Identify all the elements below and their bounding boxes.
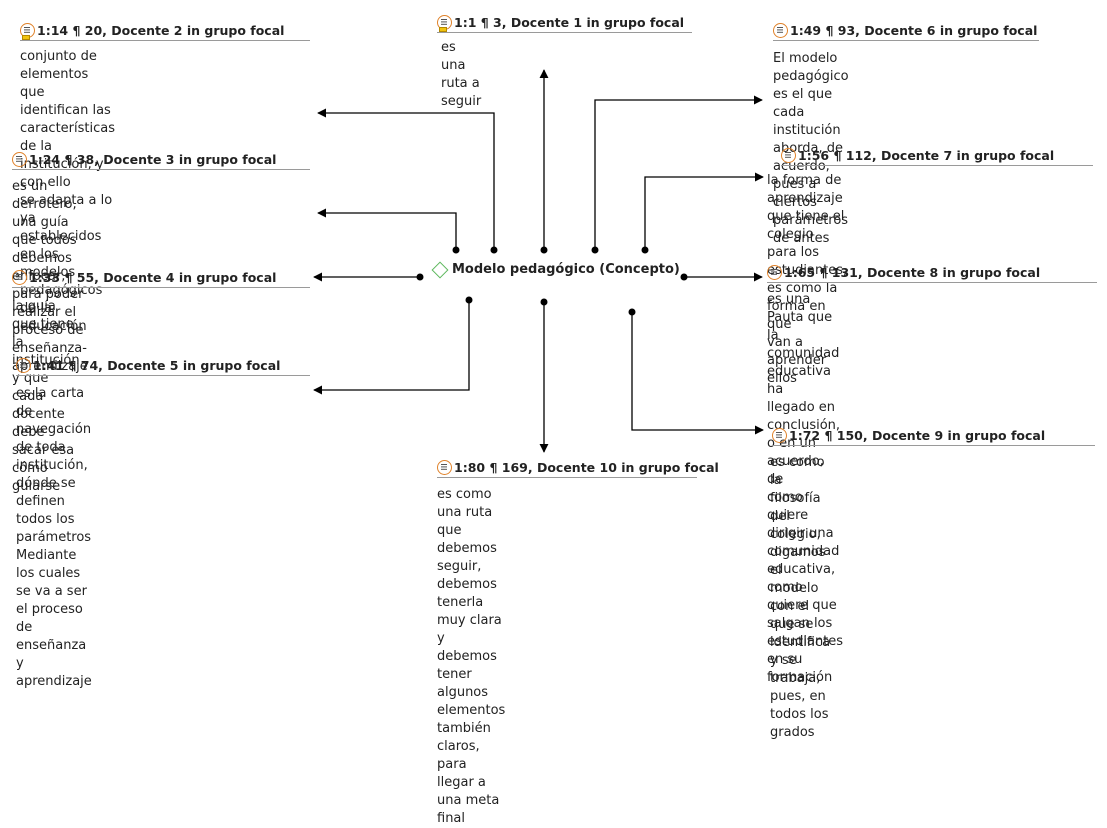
quote-header: 1:80 ¶ 169, Docente 10 in grupo focal [437,457,719,478]
quote-header: 1:49 ¶ 93, Docente 6 in grupo focal [773,20,1039,41]
link-dot [452,246,460,254]
link-docente-6 [594,95,763,250]
quote-reference: 1:49 ¶ 93, Docente 6 in grupo focal [790,22,1038,38]
quote-text: conjunto de elementos que identifican la… [20,49,115,334]
quote-reference: 1:24 ¶ 38, Docente 3 in grupo focal [29,151,277,167]
quote-header: 1:56 ¶ 112, Docente 7 in grupo focal [781,145,1093,166]
link-dot [591,246,599,254]
quotation-icon [437,14,452,32]
quote-reference: 1:65 ¶ 131, Docente 8 in grupo focal [784,264,1041,280]
link-dot [490,246,498,254]
quotation-icon [781,147,796,163]
link-docente-7 [644,172,764,250]
quote-header: 1:41 ¶ 74, Docente 5 in grupo focal [16,355,310,376]
link-docente-5 [313,300,470,395]
quote-header: 1:65 ¶ 131, Docente 8 in grupo focal [767,262,1097,283]
quote-text: la forma de aprendizaje que tiene el col… [767,173,848,386]
concept-node[interactable]: Modelo pedagógico (Concepto) [431,261,680,278]
concept-diamond-icon [431,261,449,278]
link-dot [641,246,649,254]
link-dot [540,246,548,254]
quote-reference: 1:72 ¶ 150, Docente 9 in grupo focal [789,427,1046,443]
link-dot [628,308,636,316]
quotation-icon [772,427,787,443]
concept-label: Modelo pedagógico (Concepto) [452,262,680,277]
quote-reference: 1:41 ¶ 74, Docente 5 in grupo focal [33,357,281,373]
quote-reference: 1:80 ¶ 169, Docente 10 in grupo focal [454,459,719,475]
quotation-icon [767,264,782,280]
quotation-icon [12,269,27,285]
quote-text: El modelo pedagógico es el que cada inst… [773,51,849,246]
quote-text: es la carta de navegación de toda instit… [16,386,92,689]
quote-text: es como una ruta que debemos seguir, deb… [437,487,506,826]
quotation-icon [16,357,31,373]
quote-header: 1:1 ¶ 3, Docente 1 in grupo focal [437,12,692,33]
quote-reference: 1:33 ¶ 55, Docente 4 in grupo focal [29,269,277,285]
quote-text: es como la filosofía del colegio, digamo… [770,455,831,740]
quote-header: 1:24 ¶ 38, Docente 3 in grupo focal [12,149,310,170]
link-dot [680,273,688,281]
link-docente-3 [317,208,457,250]
quotation-icon [437,459,452,475]
quotation-icon [773,22,788,38]
quotation-icon [20,22,35,40]
quote-reference: 1:14 ¶ 20, Docente 2 in grupo focal [37,22,285,38]
quote-text: la guía que tiene la institución y que c… [12,299,80,494]
quote-header: 1:14 ¶ 20, Docente 2 in grupo focal [20,20,310,41]
link-docente-2 [317,108,495,250]
link-docente-9 [631,312,764,435]
quote-reference: 1:56 ¶ 112, Docente 7 in grupo focal [798,147,1055,163]
link-layer [313,69,764,453]
link-dot [416,273,424,281]
quotation-icon [12,151,27,167]
quote-reference: 1:1 ¶ 3, Docente 1 in grupo focal [454,14,685,30]
link-dot [540,298,548,306]
link-dot [465,296,473,304]
quote-text: es una ruta a seguir [441,40,482,109]
quote-header: 1:72 ¶ 150, Docente 9 in grupo focal [772,425,1095,446]
quote-header: 1:33 ¶ 55, Docente 4 in grupo focal [12,267,310,288]
quote-text: es un derrotero, una guía que todos debe… [12,179,88,374]
